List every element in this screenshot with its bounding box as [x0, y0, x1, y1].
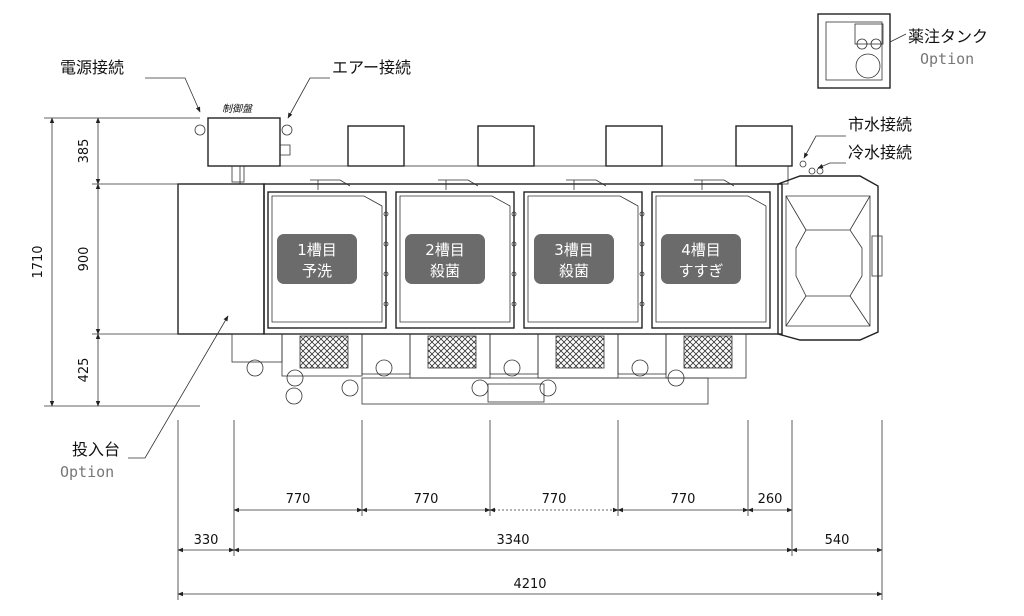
tank-3-label: 3槽目 殺菌 — [534, 234, 614, 284]
cold-water-label: 冷水接続 — [848, 143, 912, 162]
dim-tank-3-width: 770 — [542, 492, 567, 507]
tank-2-name: 2槽目 — [425, 241, 465, 259]
air-leader — [287, 77, 330, 119]
dim-tail-width: 260 — [758, 492, 783, 507]
power-connection-label: 電源接続 — [60, 58, 124, 77]
dim-right-option: 540 — [825, 533, 850, 548]
tank-4-label: 4槽目 すすぎ — [661, 234, 741, 284]
dim-vertical-total: 1710 — [31, 245, 46, 278]
tank-4 — [651, 179, 771, 329]
tank-1 — [267, 179, 389, 329]
tank-3-name: 3槽目 — [554, 241, 594, 259]
chemical-tank-label: 薬注タンク — [908, 27, 988, 46]
control-panel — [194, 117, 293, 183]
loading-table-option-label: Option — [60, 463, 114, 481]
horizontal-dimensions — [177, 420, 883, 600]
chemical-tank-box — [817, 13, 891, 89]
dim-total-length: 4210 — [513, 577, 546, 592]
tank-2 — [395, 179, 517, 329]
tank-1-name: 1槽目 — [297, 241, 337, 259]
chemical-tank-option — [817, 13, 907, 89]
water-ports — [799, 160, 824, 175]
tank-2-process: 殺菌 — [430, 262, 460, 280]
power-port-icon — [194, 124, 206, 136]
unloading-chute — [777, 175, 883, 341]
city-water-label: 市水接続 — [848, 115, 912, 134]
dim-main-length: 3340 — [496, 533, 529, 548]
loading-table-leader — [128, 315, 229, 459]
lower-machinery — [231, 333, 747, 405]
control-panel-label: 制御盤 — [222, 103, 254, 115]
power-leader — [145, 77, 201, 113]
loading-table-label: 投入台 — [72, 440, 120, 459]
loading-table — [177, 183, 265, 335]
dim-tank-1-width: 770 — [286, 492, 311, 507]
air-port-icon — [281, 124, 293, 136]
tank-1-process: 予洗 — [302, 262, 332, 280]
tank-3-process: 殺菌 — [559, 262, 589, 280]
vertical-dimensions — [44, 117, 200, 407]
dim-tank-4-width: 770 — [671, 492, 696, 507]
tank-2-label: 2槽目 殺菌 — [405, 234, 485, 284]
dim-vertical-top: 385 — [77, 139, 92, 164]
tank-4-name: 4槽目 — [681, 241, 721, 259]
tank-1-label: 1槽目 予洗 — [277, 234, 357, 284]
cold-water-leader — [817, 162, 846, 169]
top-covers — [239, 125, 793, 185]
air-connection-label: エアー接続 — [332, 58, 411, 77]
dim-vertical-bottom: 425 — [77, 358, 92, 383]
dim-tank-2-width: 770 — [414, 492, 439, 507]
city-water-leader — [803, 135, 846, 159]
chemical-tank-option-label: Option — [920, 50, 974, 68]
dim-vertical-mid: 900 — [77, 247, 92, 272]
tank-4-process: すすぎ — [678, 262, 723, 280]
tank-3 — [523, 179, 645, 329]
dim-left-option: 330 — [194, 533, 219, 548]
